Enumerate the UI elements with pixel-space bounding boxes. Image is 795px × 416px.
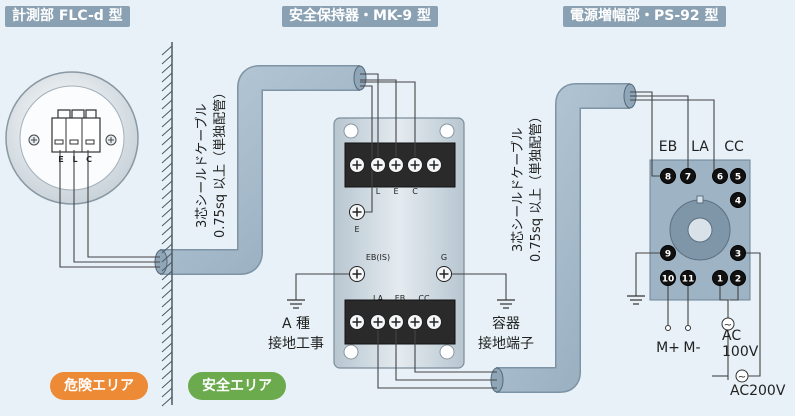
ps92-pin-8 <box>660 168 676 184</box>
mk9-top-label-1: L <box>376 187 381 196</box>
mk9-top-screw-icon-1 <box>349 157 365 173</box>
meter-terminal-c: C <box>86 155 92 164</box>
ps92-pin-7 <box>680 168 696 184</box>
ps92-pin-9 <box>660 245 676 261</box>
mk9-top-screw-icon-3 <box>388 157 404 173</box>
meter-terminal-e: E <box>58 155 63 164</box>
ps92-pin-label-11: 11 <box>682 275 695 285</box>
header-meter: 計測部 FLC-d 型 <box>5 6 130 27</box>
mk9-eb-is-label: EB(IS) <box>366 253 390 262</box>
mk9-bottom-screw-icon-4 <box>407 314 423 330</box>
mk9-e-screw-icon <box>349 204 365 220</box>
mk9-bottom-screw-icon-2 <box>370 314 386 330</box>
ps92-label-cc: CC <box>724 139 744 155</box>
ps92-pin-label-8: 8 <box>665 173 671 183</box>
ps92-label-la: LA <box>691 139 709 155</box>
zone-safe: 安全エリア <box>188 372 286 400</box>
mk9-top-screw-icon-4 <box>407 157 423 173</box>
ps92-ac-100v-label: 100V <box>722 344 759 360</box>
ac-100v-tilde: ~ <box>724 320 732 331</box>
terminal-m-plus-icon <box>665 325 671 331</box>
ac-source-200v-icon <box>735 369 749 383</box>
ground-ps92-icon <box>627 295 645 305</box>
mk9-left-terminal-label: E <box>354 225 359 234</box>
ps92-pin-2 <box>730 270 746 286</box>
ps92-label-eb: EB <box>659 139 677 155</box>
mk9-top-screw-icon-5 <box>426 157 442 173</box>
ps92-pin-label-2: 2 <box>735 275 741 285</box>
mk9-g-label: G <box>441 253 447 262</box>
terminal-m-minus-icon <box>685 325 691 331</box>
mk9-g-screw-icon <box>436 266 452 282</box>
ps92-pin-label-4: 4 <box>735 197 741 207</box>
ps92-m-plus-label: M+ <box>656 340 680 356</box>
header-power-amplifier: 電源増幅部・PS-92 型 <box>563 6 726 27</box>
cable-left <box>154 65 367 275</box>
ps92-pin-4 <box>730 192 746 208</box>
cable-left-label-1: 3芯シールドケーブル <box>194 104 210 229</box>
ps92-pin-label-6: 6 <box>717 173 723 183</box>
zone-danger: 危険エリア <box>50 372 148 400</box>
ps92-pin-3 <box>730 245 746 261</box>
ps92-pin-5 <box>730 168 746 184</box>
ps92-ac-200v-label: AC200V <box>730 383 786 399</box>
ps92-ac-label: AC <box>722 328 741 344</box>
ac-source-100v-icon <box>721 317 735 331</box>
ground-right-icon <box>497 299 515 309</box>
mk9-bottom-screw-icon-1 <box>349 314 365 330</box>
mk9-bottom-screw-icon-5 <box>426 314 442 330</box>
wires <box>59 73 761 389</box>
mk9-bottom-label-2: EB <box>395 294 406 303</box>
ps92-pin-11 <box>680 270 696 286</box>
screw-left-icon <box>28 134 40 146</box>
meter-terminal-l: L <box>72 155 77 164</box>
mk9-top-label-2: E <box>393 187 398 196</box>
cable-right-label-2: 0.75sq 以上（単独配管） <box>528 110 544 262</box>
screw-right-icon <box>105 134 117 146</box>
mk9-bottom-label-3: CC <box>418 294 430 303</box>
ps92-pin-label-7: 7 <box>685 173 691 183</box>
ps92-pin-6 <box>712 168 728 184</box>
ground-right-label-1: 容器 <box>492 315 520 332</box>
meter-flc-d <box>5 71 139 205</box>
ground-right-label-2: 接地端子 <box>478 335 534 352</box>
ps92-pin-label-3: 3 <box>735 250 741 260</box>
ground-left-icon <box>287 299 305 309</box>
ps92-pin-label-9: 9 <box>665 250 671 260</box>
ps92-pin-1 <box>712 270 728 286</box>
mk9-eb-is-screw-icon <box>349 266 365 282</box>
ground-left-label-2: 接地工事 <box>268 335 324 352</box>
ac-200v-tilde: ~ <box>738 372 746 383</box>
mk9-top-screw-icon-2 <box>370 157 386 173</box>
cable-right <box>490 83 637 393</box>
ps92-pin-10 <box>660 270 676 286</box>
ps92-pin-label-1: 1 <box>717 275 723 285</box>
ps92-m-minus-label: M- <box>683 340 700 356</box>
wall <box>161 42 173 407</box>
mk9-bottom-label-1: LA <box>373 294 384 303</box>
ground-left-label-1: A 種 <box>282 316 310 332</box>
mk9-top-label-3: C <box>412 187 418 196</box>
mk9-bottom-screw-icon-3 <box>388 314 404 330</box>
cable-right-label-1: 3芯シールドケーブル <box>510 128 526 253</box>
ps92-pin-label-10: 10 <box>662 275 675 285</box>
mk9-unit <box>333 117 465 369</box>
header-safety-barrier: 安全保持器・MK-9 型 <box>282 6 438 27</box>
cable-left-label-2: 0.75sq 以上（単独配管） <box>212 86 228 238</box>
ps92-pin-label-5: 5 <box>735 173 741 183</box>
